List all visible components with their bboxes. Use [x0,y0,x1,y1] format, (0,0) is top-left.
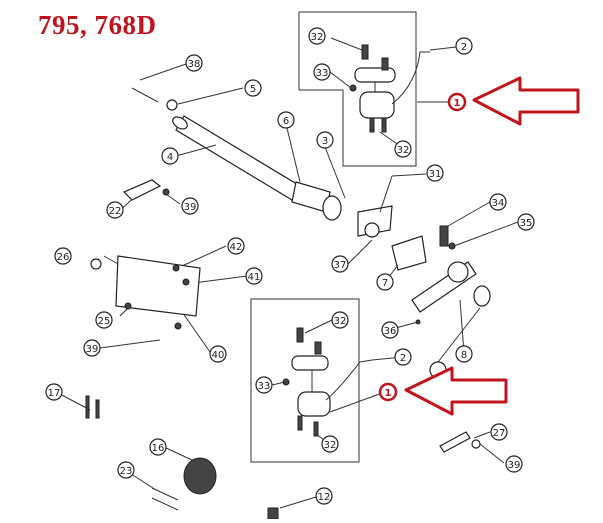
callout-17: 17 [48,388,61,399]
callout-12: 12 [318,492,331,503]
callout-4: 4 [167,152,173,163]
model-title: 795, 768D [38,10,157,40]
callout-27: 27 [493,428,506,439]
callout-1-upper: 1 [454,98,461,109]
callout-1-lower: 1 [385,388,392,399]
callout-34: 34 [492,198,505,209]
callout-42: 42 [230,242,243,253]
small-parts [85,179,481,520]
callout-22: 22 [109,206,122,217]
callout-33-upper: 33 [316,68,329,79]
callout-32-upper-bottom: 32 [397,145,410,156]
callout-25: 25 [98,316,111,327]
upper-bracket-assembly [349,44,430,133]
callout-41: 41 [248,272,261,283]
callout-16: 16 [152,443,165,454]
highlight-circle-upper [447,92,467,112]
callout-32-lower-top: 32 [334,316,347,327]
red-arrow-lower [404,366,508,416]
callout-8: 8 [461,350,467,361]
callout-6: 6 [283,116,289,127]
lower-inset-frame [250,298,360,463]
callout-35: 35 [520,218,533,229]
main-shaft-assembly [131,87,491,325]
highlight-lower: 1 [378,366,508,416]
callout-36: 36 [384,326,397,337]
part-callouts: 38 5 4 6 3 31 37 7 8 36 34 35 32 33 32 2… [45,27,535,505]
callout-26: 26 [57,252,70,263]
callout-40: 40 [212,350,225,361]
callout-32-lower-bottom: 32 [324,440,337,451]
callout-38: 38 [188,59,201,70]
callout-32-upper-top: 32 [311,32,324,43]
callout-31: 31 [429,169,442,180]
callout-33-lower: 33 [258,381,271,392]
callout-39-right: 39 [508,460,521,471]
callout-37: 37 [334,260,347,271]
callout-23: 23 [120,466,133,477]
callout-3: 3 [322,136,328,147]
red-arrow-upper [472,76,580,126]
highlight-circle-lower [378,382,398,402]
callout-7: 7 [382,278,388,289]
callout-39-left: 39 [86,344,99,355]
highlight-upper: 1 [447,76,580,126]
lower-bracket-assembly [282,327,373,437]
callout-5: 5 [250,84,256,95]
callout-2-upper: 2 [461,42,467,53]
lower-inset-group [250,298,404,463]
callout-2-lower: 2 [400,353,406,364]
callout-39-mid: 39 [184,202,197,213]
upper-inset-frame [298,11,417,167]
